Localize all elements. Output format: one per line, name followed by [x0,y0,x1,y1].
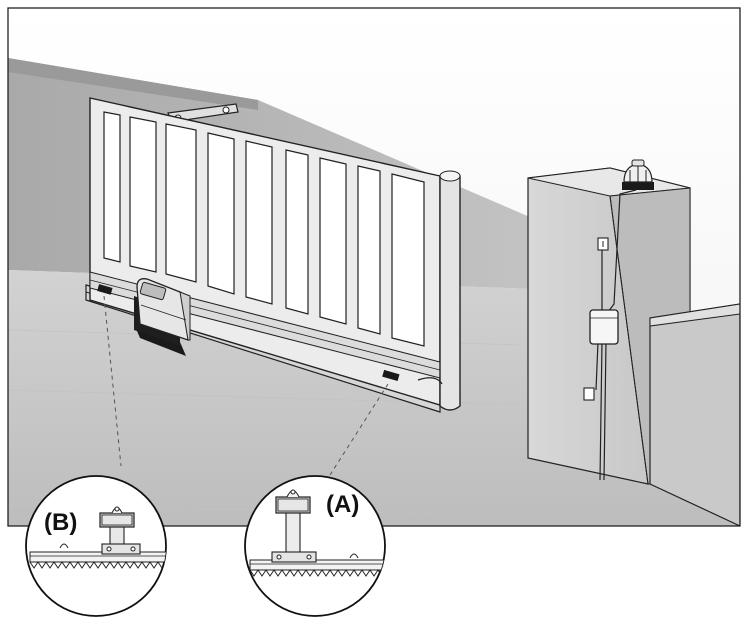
leader-line-a [329,383,389,476]
limit-bracket-b [97,284,113,295]
warning-lamp [622,159,654,190]
photocell [583,387,595,401]
callout-label-a: (A) [326,491,359,518]
callout-label-b: (B) [44,509,77,536]
callout-detail-a: (A) [244,475,386,617]
key-switch [597,237,609,251]
callout-detail-b: (B) [25,475,167,617]
limit-bracket-a [382,369,400,382]
control-box [589,309,619,345]
gate-motor [134,278,191,356]
scene-frame [8,8,740,526]
